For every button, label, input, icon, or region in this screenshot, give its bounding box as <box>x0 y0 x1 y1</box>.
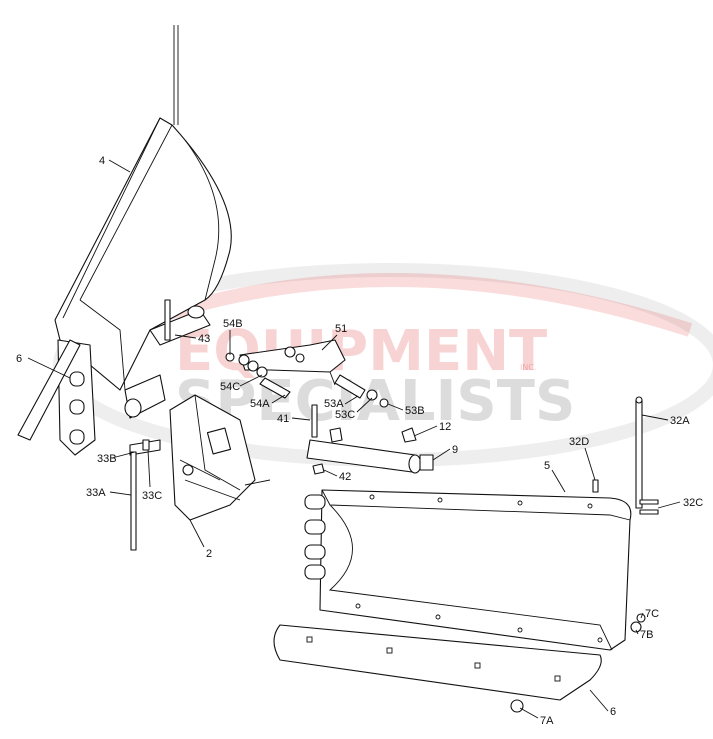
bolt-part-43 <box>164 299 171 341</box>
label-5: 5 <box>544 460 550 472</box>
label-41: 41 <box>277 413 289 425</box>
label-32C: 32C <box>683 497 703 509</box>
label-7A: 7A <box>540 715 554 727</box>
bolt-part-7A <box>510 699 524 713</box>
label-6-right: 6 <box>610 706 616 718</box>
label-12: 12 <box>439 421 451 433</box>
label-51: 51 <box>335 323 347 335</box>
watermark-line2: SPECIALISTS <box>175 369 575 434</box>
label-32A: 32A <box>670 415 690 427</box>
label-33A: 33A <box>86 487 106 499</box>
label-33C: 33C <box>142 490 162 502</box>
label-43: 43 <box>198 333 210 345</box>
watermark-line1: EQUIPMENT <box>175 319 547 384</box>
label-54C: 54C <box>220 381 240 393</box>
link-part-51 <box>225 339 389 408</box>
label-42: 42 <box>339 471 351 483</box>
leader-lines <box>27 159 681 719</box>
cutting-edge-part-6-left <box>17 339 81 441</box>
label-53B: 53B <box>405 405 425 417</box>
callout-labels: 4 6 54B 43 51 54C 54A 53A 53C 53B 41 12 … <box>16 155 703 727</box>
label-53C: 53C <box>335 409 355 421</box>
label-7B: 7B <box>640 629 653 641</box>
pin-part-32 <box>592 396 659 515</box>
pin-part-33 <box>129 439 161 551</box>
label-54B: 54B <box>223 318 243 330</box>
label-54A: 54A <box>250 398 270 410</box>
washer-part-7B <box>630 621 642 633</box>
label-32D: 32D <box>569 436 589 448</box>
label-53A: 53A <box>324 398 344 410</box>
a-frame-part-2 <box>169 394 256 521</box>
hydraulic-cylinder-part-9 <box>306 404 434 475</box>
label-33B: 33B <box>97 453 117 465</box>
watermark-suffix: INC. <box>520 363 536 372</box>
label-6-left: 6 <box>16 353 22 365</box>
label-4: 4 <box>99 155 105 167</box>
label-9: 9 <box>452 444 458 456</box>
cutting-edge-part-6-right <box>273 624 602 701</box>
label-7C: 7C <box>645 608 659 620</box>
moldboard-part-5 <box>304 489 632 651</box>
label-2: 2 <box>206 548 212 560</box>
